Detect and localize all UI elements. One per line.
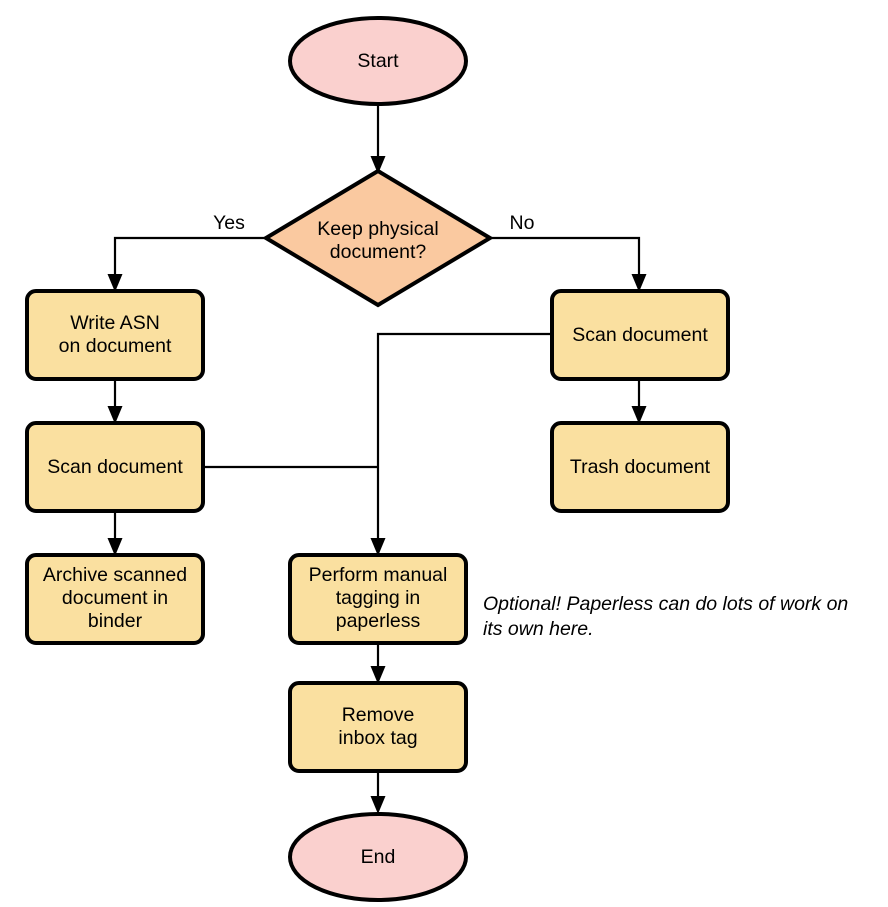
edge-remove-inbox-to-end [370,771,386,814]
tagging-label-line3: paperless [336,610,421,632]
remove-inbox-label-line2: inbox tag [338,727,417,749]
edge-write-asn-to-scan-left [107,379,123,424]
annotation-line2: its own here. [483,618,594,640]
remove-inbox-box[interactable] [288,681,468,773]
arrowhead-icon [370,156,386,174]
scan-document-right-label: Scan document [572,324,708,346]
edge-line [376,332,552,545]
arrowhead-icon [107,406,123,424]
archive-label-line3: binder [88,610,143,632]
arrowhead-icon [370,666,386,684]
end-label: End [361,846,396,868]
node-end[interactable]: End [288,812,468,902]
remove-inbox-label-line1: Remove [342,704,415,726]
tagging-label-line2: tagging in [336,587,421,609]
annotation-line1: Optional! Paperless can do lots of work … [483,593,848,615]
arrowhead-icon [107,274,123,292]
arrowhead-icon [631,406,647,424]
edge-label-yes: Yes [213,212,245,234]
arrowhead-icon [370,796,386,814]
scan-document-left-label: Scan document [47,456,183,478]
edge-decision-yes-to-write-asn [107,236,266,292]
node-perform-manual-tagging[interactable]: Perform manual tagging in paperless [288,553,468,645]
archive-label-line2: document in [62,587,168,609]
trash-document-box[interactable] [550,421,730,513]
decision-diamond[interactable] [262,168,494,308]
decision-label-line2: document? [330,241,427,263]
write-asn-box[interactable] [25,289,205,381]
arrowhead-icon [370,538,386,556]
annotation-optional-paperless: Optional! Paperless can do lots of work … [483,593,848,640]
write-asn-label-line2: on document [59,335,172,357]
edge-label-no: No [510,212,535,234]
edge-line [490,236,641,281]
archive-box[interactable] [25,553,205,645]
arrowhead-icon [107,538,123,556]
scan-document-right-box[interactable] [550,289,730,381]
trash-document-label: Trash document [570,456,711,478]
node-archive-scanned-document[interactable]: Archive scanned document in binder [25,553,205,645]
edge-tagging-to-remove-inbox [370,643,386,684]
decision-label-line1: Keep physical [317,218,438,240]
edge-decision-no-to-scan-right [490,236,647,292]
start-ellipse[interactable] [288,16,468,106]
node-trash-document[interactable]: Trash document [550,421,730,513]
edge-line [113,236,266,281]
node-write-asn[interactable]: Write ASN on document [25,289,205,381]
scan-document-left-box[interactable] [25,421,205,513]
end-ellipse[interactable] [288,812,468,902]
arrowhead-icon [631,274,647,292]
edge-start-to-decision [370,104,386,174]
archive-label-line1: Archive scanned [43,564,187,586]
start-label: Start [357,50,399,72]
node-remove-inbox-tag[interactable]: Remove inbox tag [288,681,468,773]
node-scan-document-right[interactable]: Scan document [550,289,730,381]
node-decision-keep-physical-document[interactable]: Keep physical document? [262,168,494,308]
write-asn-label-line1: Write ASN [70,312,160,334]
tagging-box[interactable] [288,553,468,645]
edge-scan-right-to-tagging [370,332,552,556]
node-start[interactable]: Start [288,16,468,106]
node-scan-document-left[interactable]: Scan document [25,421,205,513]
tagging-label-line1: Perform manual [309,564,448,586]
edge-scan-right-to-trash [631,379,647,424]
edge-scan-left-to-archive [107,511,123,556]
